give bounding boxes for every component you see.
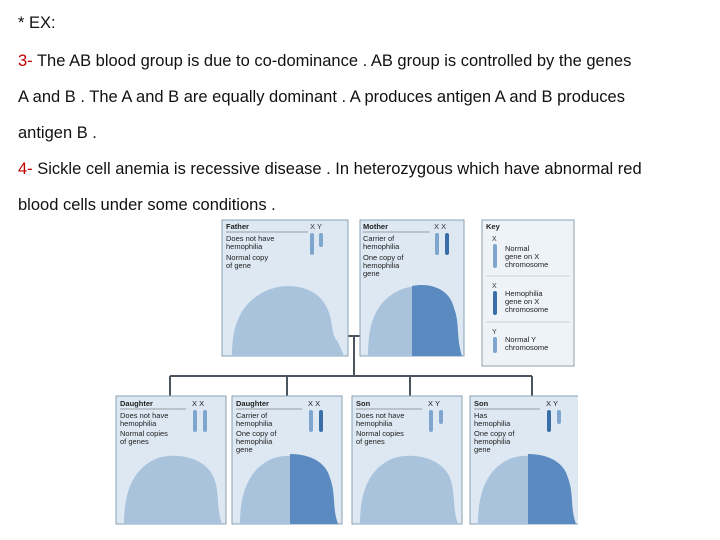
child-title: Son (474, 399, 489, 408)
svg-text:One copy of: One copy of (236, 429, 277, 438)
svg-text:of genes: of genes (356, 437, 385, 446)
svg-text:X: X (492, 283, 497, 290)
svg-text:Normal copy: Normal copy (226, 253, 268, 262)
chromosome-x-icon (429, 410, 433, 432)
svg-text:hemophilia: hemophilia (236, 437, 273, 446)
svg-text:gene: gene (236, 445, 253, 454)
svg-text:gene: gene (474, 445, 491, 454)
svg-text:X: X (492, 236, 497, 243)
hemophilia-inheritance-diagram: Father Does not have hemophilia Normal c… (112, 216, 578, 526)
normal-x-chromosome-icon (493, 244, 497, 268)
normal-y-chromosome-icon (493, 337, 497, 353)
svg-text:chromosome: chromosome (505, 260, 548, 269)
father-title: Father (226, 222, 249, 231)
chromosome-y-icon (439, 410, 443, 424)
child-title: Daughter (120, 399, 153, 408)
key-title: Key (486, 222, 501, 231)
svg-text:Does not have: Does not have (226, 234, 274, 243)
paragraph-3-line-3: antigen B . (18, 124, 97, 142)
paragraph-3-line-1: 3- The AB blood group is due to co-domin… (18, 52, 632, 70)
chromosome-x-icon (203, 410, 207, 432)
svg-text:chromosome: chromosome (505, 305, 548, 314)
chromosome-x-icon (193, 410, 197, 432)
chromosome-x-icon (435, 233, 439, 255)
svg-text:gene on X: gene on X (505, 252, 539, 261)
child-title: Son (356, 399, 371, 408)
item-number-4: 4- (18, 160, 33, 178)
svg-text:Does not have: Does not have (356, 411, 404, 420)
svg-text:Does not have: Does not have (120, 411, 168, 420)
svg-text:hemophilia: hemophilia (120, 419, 157, 428)
svg-text:Normal copies: Normal copies (120, 429, 168, 438)
child-chromosome-label: X Y (428, 399, 440, 408)
svg-text:Normal: Normal (505, 244, 530, 253)
paragraph-3-line-2: A and B . The A and B are equally domina… (18, 88, 625, 106)
svg-text:chromosome: chromosome (505, 343, 548, 352)
svg-text:Normal Y: Normal Y (505, 335, 536, 344)
child-chromosome-label: X X (192, 399, 204, 408)
child-title: Daughter (236, 399, 269, 408)
paragraph-4-line-1: 4- Sickle cell anemia is recessive disea… (18, 160, 642, 178)
son-silhouette (360, 455, 458, 524)
svg-text:hemophilia: hemophilia (236, 419, 273, 428)
father-panel: Father Does not have hemophilia Normal c… (221, 219, 349, 357)
svg-text:Y: Y (492, 329, 497, 336)
svg-text:hemophilia: hemophilia (474, 437, 511, 446)
chromosome-x-icon (319, 410, 323, 432)
chromosome-x-icon (547, 410, 551, 432)
svg-text:hemophilia: hemophilia (356, 419, 393, 428)
svg-text:hemophilia: hemophilia (474, 419, 511, 428)
father-chromosome-label: X Y (310, 222, 322, 231)
svg-text:of genes: of genes (120, 437, 149, 446)
daughter-silhouette (124, 455, 222, 524)
svg-text:hemophilia: hemophilia (363, 242, 400, 251)
pedigree-lines (169, 335, 533, 396)
chromosome-y-icon (557, 410, 561, 424)
svg-text:of gene: of gene (226, 261, 251, 270)
svg-text:hemophilia: hemophilia (363, 261, 400, 270)
mother-panel: Mother Carrier of hemophilia One copy of… (359, 219, 465, 357)
child-chromosome-label: X Y (546, 399, 558, 408)
paragraph-4-line-2: blood cells under some conditions . (18, 196, 276, 214)
svg-text:Has: Has (474, 411, 488, 420)
svg-text:gene: gene (363, 269, 380, 278)
svg-text:hemophilia: hemophilia (226, 242, 263, 251)
svg-text:Carrier of: Carrier of (236, 411, 268, 420)
item-number-3: 3- (18, 52, 33, 70)
svg-text:gene on X: gene on X (505, 297, 539, 306)
chromosome-x-icon (309, 410, 313, 432)
svg-text:One copy of: One copy of (474, 429, 515, 438)
svg-text:One copy of: One copy of (363, 253, 404, 262)
svg-text:Hemophilia: Hemophilia (505, 289, 543, 298)
mother-chromosome-label: X X (434, 222, 446, 231)
hemophilia-x-chromosome-icon (493, 291, 497, 315)
svg-text:Carrier of: Carrier of (363, 234, 395, 243)
key-panel: Key X Normal gene on X chromosome X Hemo… (481, 219, 575, 367)
chromosome-x-icon (310, 233, 314, 255)
svg-text:Normal copies: Normal copies (356, 429, 404, 438)
example-heading: * EX: (18, 14, 56, 32)
child-chromosome-label: X X (308, 399, 320, 408)
mother-title: Mother (363, 222, 388, 231)
chromosome-x-hemophilia-icon (445, 233, 449, 255)
chromosome-y-icon (319, 233, 323, 247)
